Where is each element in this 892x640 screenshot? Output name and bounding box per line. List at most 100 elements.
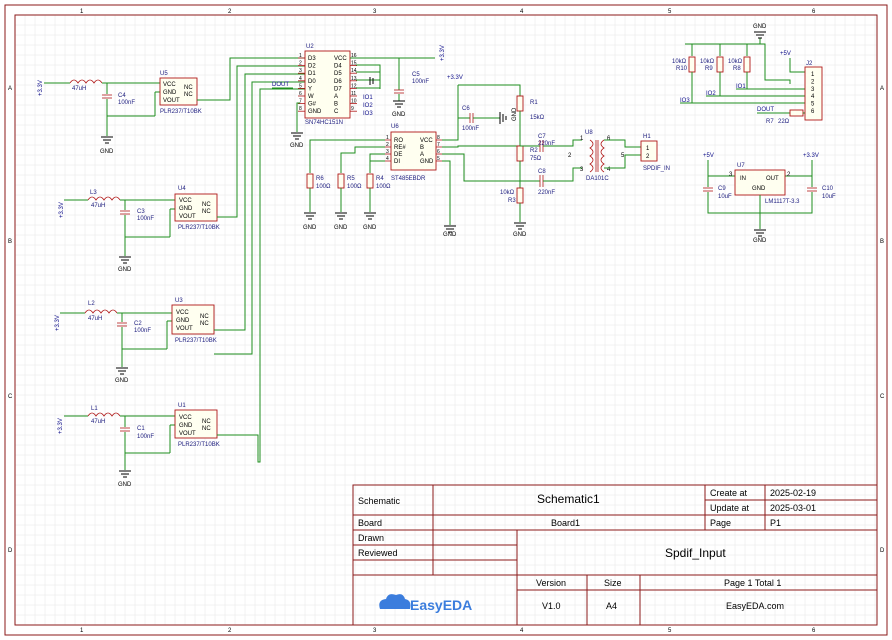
conn-part: SPDIF_IN [643, 166, 670, 172]
xcvr-pin-label: GND [420, 159, 434, 165]
inductor-icon [87, 412, 121, 417]
mux-pin-num: 3 [299, 68, 302, 74]
io-label: IO1 [363, 95, 373, 101]
resistor-value: 100Ω [376, 184, 391, 190]
c7-value: 220nF [538, 141, 555, 147]
site-text: EasyEDA.com [726, 601, 784, 611]
net-io3: IO3 [680, 98, 690, 104]
project-title: Spdif_Input [665, 546, 726, 560]
pin-nc: NC [202, 209, 211, 215]
update-label: Update at [710, 503, 750, 513]
resistor-ref: R4 [376, 176, 384, 182]
mux-pin-num: 15 [351, 61, 357, 67]
col-label-bottom: 3 [373, 628, 377, 634]
regulator-u5[interactable]: +3.3V 47uH C4 100nF GND U5 VCC GND VOUT … [38, 71, 202, 155]
cap-ref: C4 [118, 93, 126, 99]
regulator-part: PLR237/T10BK [178, 442, 220, 448]
resistor-value: 10kΩ [700, 59, 715, 65]
xfmr-pin: 5 [621, 153, 625, 159]
cloud-logo-icon [379, 594, 411, 609]
header-pin: 3 [811, 87, 815, 93]
inductor-ref: L2 [88, 301, 95, 307]
gnd-label: GND [443, 232, 457, 238]
col-label-bottom: 2 [228, 628, 232, 634]
ldo-ref: U7 [737, 163, 745, 169]
xcvr-pin-label: DE [394, 152, 402, 158]
gnd-label: GND [753, 24, 767, 30]
c8-value: 220nF [538, 190, 555, 196]
transformer-coil-icon [600, 139, 605, 173]
transformer-u8[interactable]: U8 1 2 3 4 5 6 DA101C [568, 130, 641, 182]
col-label-top: 2 [228, 9, 232, 15]
xcvr-pin-num: 7 [437, 142, 440, 148]
ldo-part: LM1117T-3.3 [765, 199, 800, 205]
net-io2: IO2 [706, 91, 716, 97]
size-label: Size [604, 578, 622, 588]
cap-value: 100nF [137, 434, 154, 440]
regulator-u4[interactable]: +3.3V L3 47uH C3 100nF GND U4 VCC GND VO… [59, 186, 220, 273]
regulator-u1[interactable]: +3.3V L1 47uH C1 100nF GND U1 VCC GND VO… [58, 403, 220, 488]
transceiver-part: ST485EBDR [391, 176, 426, 182]
version-value: V1.0 [542, 601, 561, 611]
cap-value: 100nF [412, 79, 429, 85]
cin-ref: C9 [718, 186, 726, 192]
supply-label: +3.3V [59, 202, 65, 218]
supply-label: +3.3V [58, 418, 64, 434]
mux-pin-label: GND [308, 109, 322, 115]
header-pin: 2 [811, 79, 815, 85]
mux-part: SN74HC151N [305, 120, 343, 126]
net-io1: IO1 [736, 84, 746, 90]
conn-pin: 2 [646, 154, 650, 160]
mux-pin-label: D3 [308, 56, 316, 62]
xcvr-pin-num: 8 [437, 135, 440, 141]
cout-value: 10uF [822, 194, 836, 200]
ldo-u7[interactable]: +5V +3.3V U7 IN GND OUT 3 2 LM1117T-3.3 … [703, 153, 836, 244]
resistor-value: 100Ω [347, 184, 362, 190]
xcvr-pin-label: RE# [394, 145, 406, 151]
inductor-ref: L3 [90, 190, 97, 196]
board-value: Board1 [551, 518, 580, 528]
regulator-ref: U4 [178, 186, 186, 192]
inductor-value: 47uH [72, 86, 86, 92]
mux-pin-num: 12 [351, 83, 357, 89]
gnd-label: GND [115, 378, 129, 384]
r2-value: 75Ω [530, 156, 542, 162]
gnd-label: GND [303, 225, 317, 231]
row-label-left: A [8, 86, 12, 92]
xcvr-pin-num: 2 [386, 142, 389, 148]
pin-out: OUT [766, 176, 779, 182]
regulator-u3[interactable]: +3.3V L2 47uH C2 100nF GND U3 VCC GND VO… [55, 298, 217, 384]
border-row-labels: A B C D A B C D [8, 86, 885, 554]
mux-pin-label: D2 [308, 64, 316, 70]
mux-pin-label: D4 [334, 64, 342, 70]
spdif-connector-h1[interactable]: H1 1 2 SPDIF_IN [640, 134, 670, 172]
xcvr-pin-num: 1 [386, 135, 389, 141]
mux-pin-num: 5 [299, 83, 302, 89]
mux-pin-num: 10 [351, 99, 357, 105]
mux-pin-num: 2 [299, 61, 302, 67]
xfmr-pin: 3 [580, 167, 584, 173]
schematic-label: Schematic [358, 496, 401, 506]
cap-ref: C3 [137, 209, 145, 215]
supply-label: +5V [780, 51, 791, 57]
mux-pin-num: 4 [299, 76, 302, 82]
create-label: Create at [710, 488, 748, 498]
inductor-value: 47uH [91, 419, 105, 425]
r3-ref: R3 [508, 198, 516, 204]
cout-ref: C10 [822, 186, 834, 192]
spdif-frontend[interactable]: R1 15kΩ R2 75Ω 10kΩ R3 GND C7 220nF C8 2… [458, 84, 670, 238]
xcvr-pin-num: 4 [386, 156, 389, 162]
header-j2-section[interactable]: GND 10kΩ R10 10kΩ R9 10kΩ R8 IO3 IO2 IO1… [672, 24, 823, 125]
mux-pin-label: W [308, 94, 314, 100]
net-dout: DOUT [757, 107, 774, 113]
page-value: P1 [770, 518, 781, 528]
header-pin: 4 [811, 94, 815, 100]
gnd-label: GND [118, 267, 132, 273]
schematic-value: Schematic1 [537, 492, 600, 506]
c7-ref: C7 [538, 134, 546, 140]
regulator-ref: U1 [178, 403, 186, 409]
